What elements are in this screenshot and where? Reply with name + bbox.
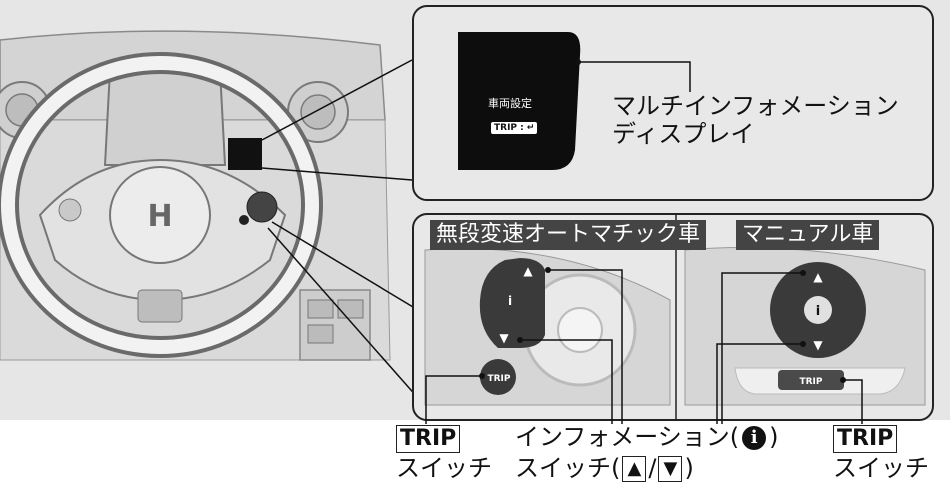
- leader-manual-down: [716, 343, 803, 424]
- leader-trip-left-dot: [479, 373, 485, 379]
- trip-left-boxed: TRIP: [396, 425, 461, 453]
- cvt-trip-button: [480, 359, 516, 395]
- trip-left-sub: スイッチ: [396, 454, 492, 482]
- manual-up-arrow: ▲: [813, 270, 823, 284]
- display-label-line2: ディスプレイ: [612, 120, 755, 148]
- trip-right-boxed: TRIP: [833, 425, 898, 453]
- console-switch-c: [307, 324, 334, 344]
- cvt-info-icon: i: [508, 294, 512, 308]
- manual-trip-button: [778, 370, 844, 390]
- cvt-info-rocker: [479, 258, 545, 348]
- leader-trip-right: [843, 379, 863, 424]
- info-circle-icon: i: [742, 426, 767, 450]
- cvt-trip-button-label: TRIP: [487, 374, 510, 384]
- right-air-vent-inner: [300, 94, 336, 130]
- steering-wheel: [0, 52, 323, 358]
- leader-cvt-down: [520, 339, 613, 424]
- arrow-separator: /: [648, 454, 657, 482]
- display-label-line1: マルチインフォメーション: [612, 92, 899, 120]
- cvt-switch-illustration: [424, 248, 671, 406]
- leader-trip-right-dot: [840, 377, 846, 383]
- trip-right-sub: スイッチ: [833, 454, 929, 482]
- leader-cvt-up-dot: [545, 267, 551, 273]
- info-switch-callout-line2: スイッチ(▲/▼): [515, 454, 694, 482]
- wheel-rim-highlight: [1, 56, 319, 354]
- leader-cvt-down-dot: [517, 337, 523, 343]
- leader-cvt-up: [548, 269, 623, 424]
- zoom-line-display-bottom: [261, 167, 413, 181]
- info-switch-prefix: インフォメーション(: [515, 423, 740, 451]
- manual-switch-illustration: [684, 247, 926, 406]
- info-switch-line2-suffix: ): [684, 454, 694, 482]
- trip-right-callout: TRIP: [833, 423, 898, 453]
- multi-info-display-screen: [458, 32, 581, 170]
- right-spoke-trip-switch: [239, 215, 249, 225]
- leader-manual-up: [721, 272, 803, 424]
- info-switch-line2-prefix: スイッチ(: [515, 454, 621, 482]
- cvt-up-arrow: ▲: [523, 264, 533, 278]
- label-area: [0, 420, 950, 495]
- display-trip-chip: TRIP : ↵: [491, 122, 538, 134]
- zoom-line-display-top: [261, 59, 413, 141]
- manual-info-icon: i: [816, 304, 820, 319]
- info-switch-suffix: ): [769, 423, 779, 451]
- cvt-panel-header: 無段変速オートマチック車: [430, 220, 707, 250]
- leader-trip-left: [425, 375, 482, 424]
- console-switch-a: [307, 299, 334, 319]
- info-switch-callout-line1: インフォメーション(i): [515, 423, 779, 451]
- wheel-hub: [109, 166, 211, 264]
- dash-multi-info-display: [228, 138, 262, 170]
- console-switch-b: [337, 299, 364, 319]
- zoom-line-switch-bottom: [267, 227, 419, 399]
- trip-left-callout: TRIP: [396, 423, 461, 453]
- cvt-background-knob-center: [557, 307, 603, 353]
- zoom-line-switch-top: [271, 221, 419, 311]
- honda-logo: H: [147, 199, 172, 234]
- leader-manual-down-dot: [800, 341, 806, 347]
- display-screen-title: 車両設定: [488, 97, 532, 110]
- leader-manual-up-dot: [800, 270, 806, 276]
- manual-down-arrow: ▼: [813, 338, 823, 352]
- down-arrow-box-icon: ▼: [658, 456, 683, 482]
- display-leader-line: [578, 61, 691, 92]
- manual-info-center: [804, 296, 832, 324]
- manual-panel-header: マニュアル車: [736, 220, 880, 250]
- cvt-down-arrow: ▼: [499, 331, 509, 345]
- left-spoke-switch: [58, 198, 82, 222]
- up-arrow-box-icon: ▲: [622, 456, 647, 482]
- manual-trip-button-label: TRIP: [799, 377, 822, 387]
- wheel-lower-spoke: [137, 289, 183, 323]
- right-spoke-info-switch: [246, 191, 278, 223]
